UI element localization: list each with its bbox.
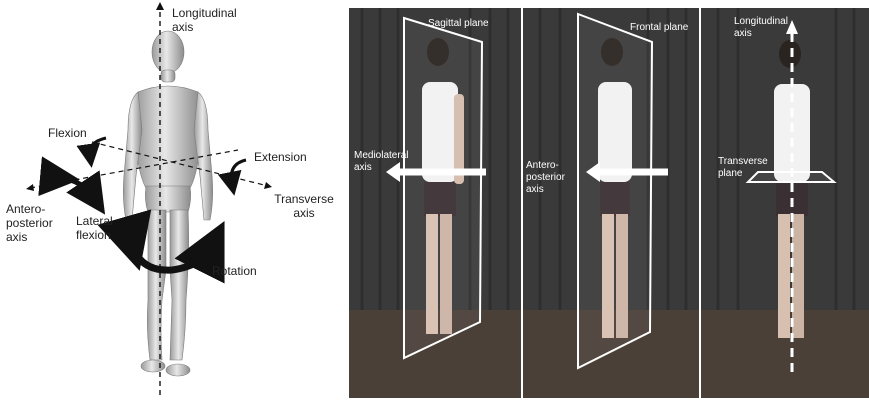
transverse-axis-arrowhead (264, 182, 272, 189)
lateral-flexion-arrow (60, 178, 94, 198)
rotation-label: Rotation (212, 264, 257, 278)
flexion-label: Flexion (48, 126, 87, 140)
longitudinal-axis-label: Longitudinal axis (172, 6, 242, 34)
extension-label: Extension (254, 150, 307, 164)
antero-posterior-axis-arrowhead (26, 184, 34, 191)
antero-posterior-axis-photo-label: Antero-posterior axis (526, 160, 572, 196)
mediolateral-axis-label: Mediolateral axis (354, 150, 408, 174)
lateral-flexion-label: Lateral flexion (76, 214, 126, 242)
flexion-arrow (90, 138, 106, 156)
frontal-plane-label: Frontal plane (630, 22, 688, 34)
sagittal-plane-outline (404, 18, 482, 358)
longitudinal-axis-photo-label: Longitudinal axis (734, 16, 790, 40)
human-figure-3d (123, 31, 212, 376)
longitudinal-axis-arrowhead (156, 2, 164, 10)
transverse-axis-label: Transverse axis (268, 192, 340, 220)
frontal-plane-outline (578, 14, 652, 368)
transverse-plane-label: Transverse plane (718, 156, 762, 180)
photo-panels (349, 8, 869, 398)
antero-posterior-axis-label: Antero-posterior axis (6, 202, 62, 244)
sagittal-plane-label: Sagittal plane (428, 18, 489, 30)
